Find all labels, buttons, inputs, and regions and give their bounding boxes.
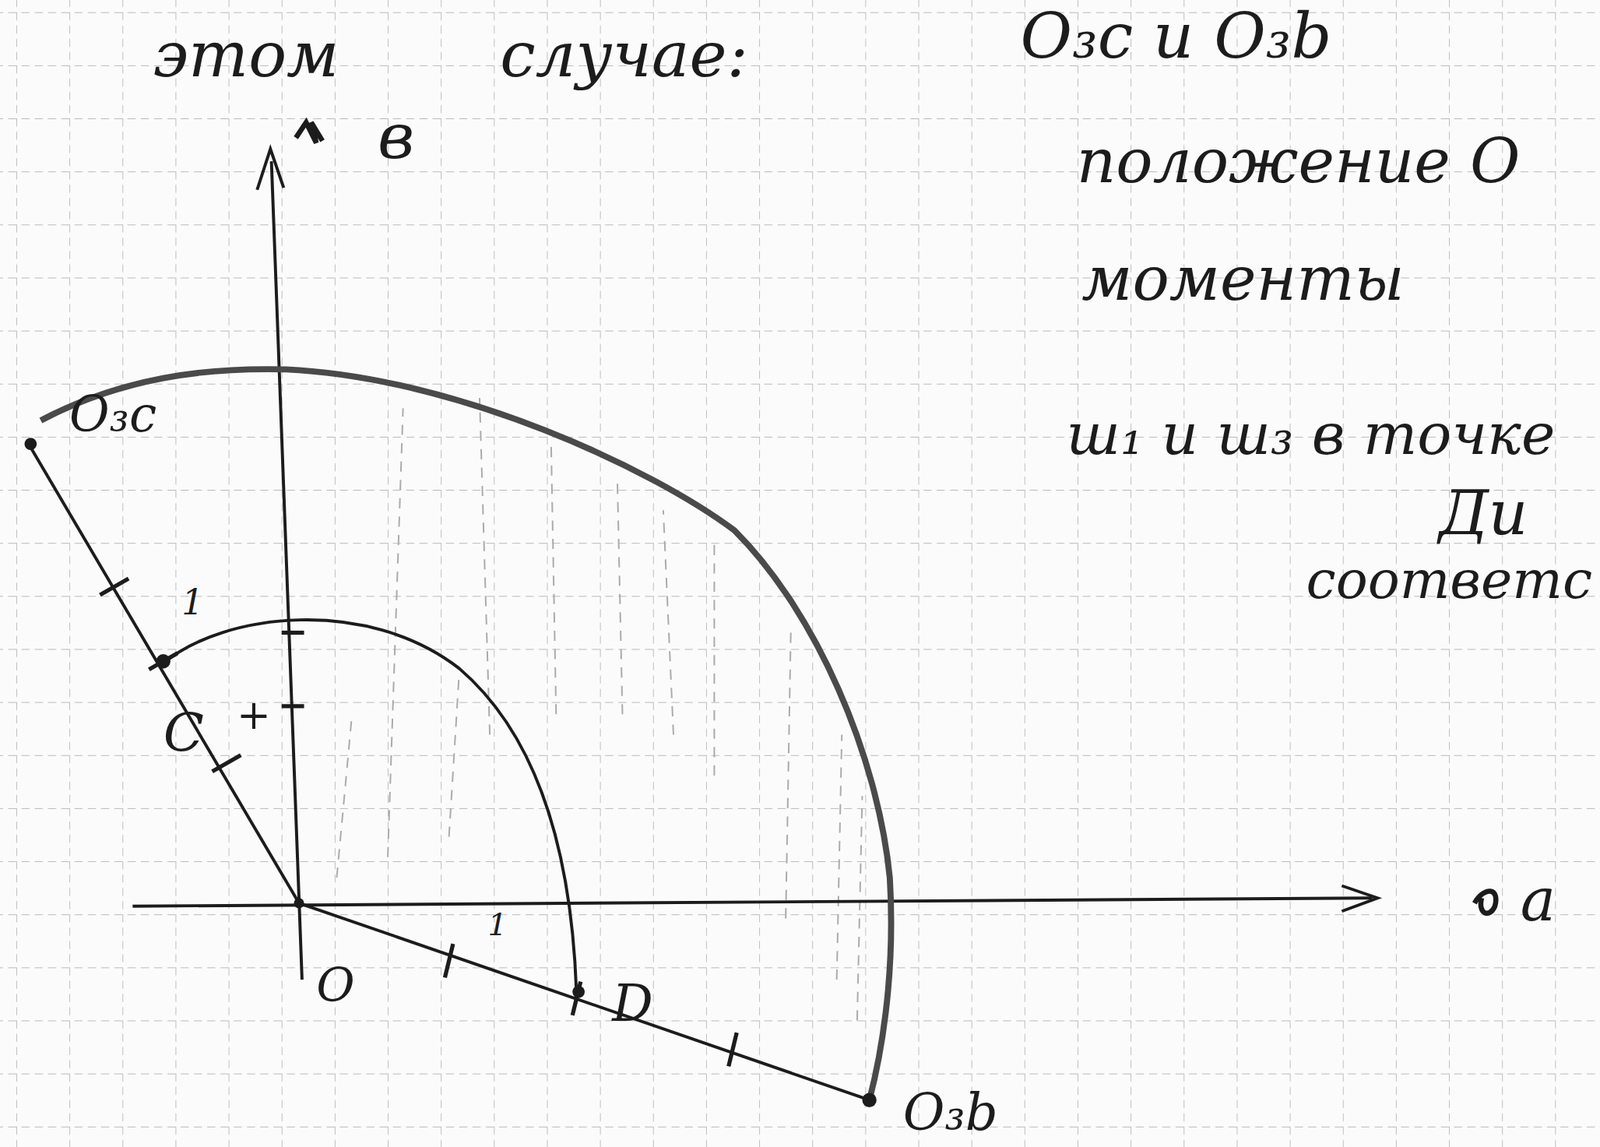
points [24,437,876,1108]
point-label: O₃c [69,387,157,442]
point-label: O₃b [903,1083,999,1140]
note-text: случае: [499,20,749,90]
hatching [336,397,862,1020]
scribbles [295,122,1496,914]
note-text: положение O [1076,127,1521,196]
note-text: O₃c и O₃b [1020,1,1333,71]
point-label: C [163,703,204,763]
mark-sign: + [236,692,271,738]
point-label: D [611,974,654,1031]
tick-number: 1 [181,583,204,623]
tick-number: 1 [487,907,507,942]
note-text: ш₁ и ш₃ в точке [1066,403,1556,467]
note-text: Ди [1438,479,1529,548]
point-label: O [316,959,355,1011]
note-text: этом [153,20,340,90]
note-text: соответс [1306,551,1593,610]
axis-label: в [377,101,415,172]
tick-marks [99,578,737,1066]
note-text: моменты [1081,245,1405,313]
small-arc [163,619,577,996]
axis-label: a [1520,867,1556,933]
large-arc [40,369,891,1101]
